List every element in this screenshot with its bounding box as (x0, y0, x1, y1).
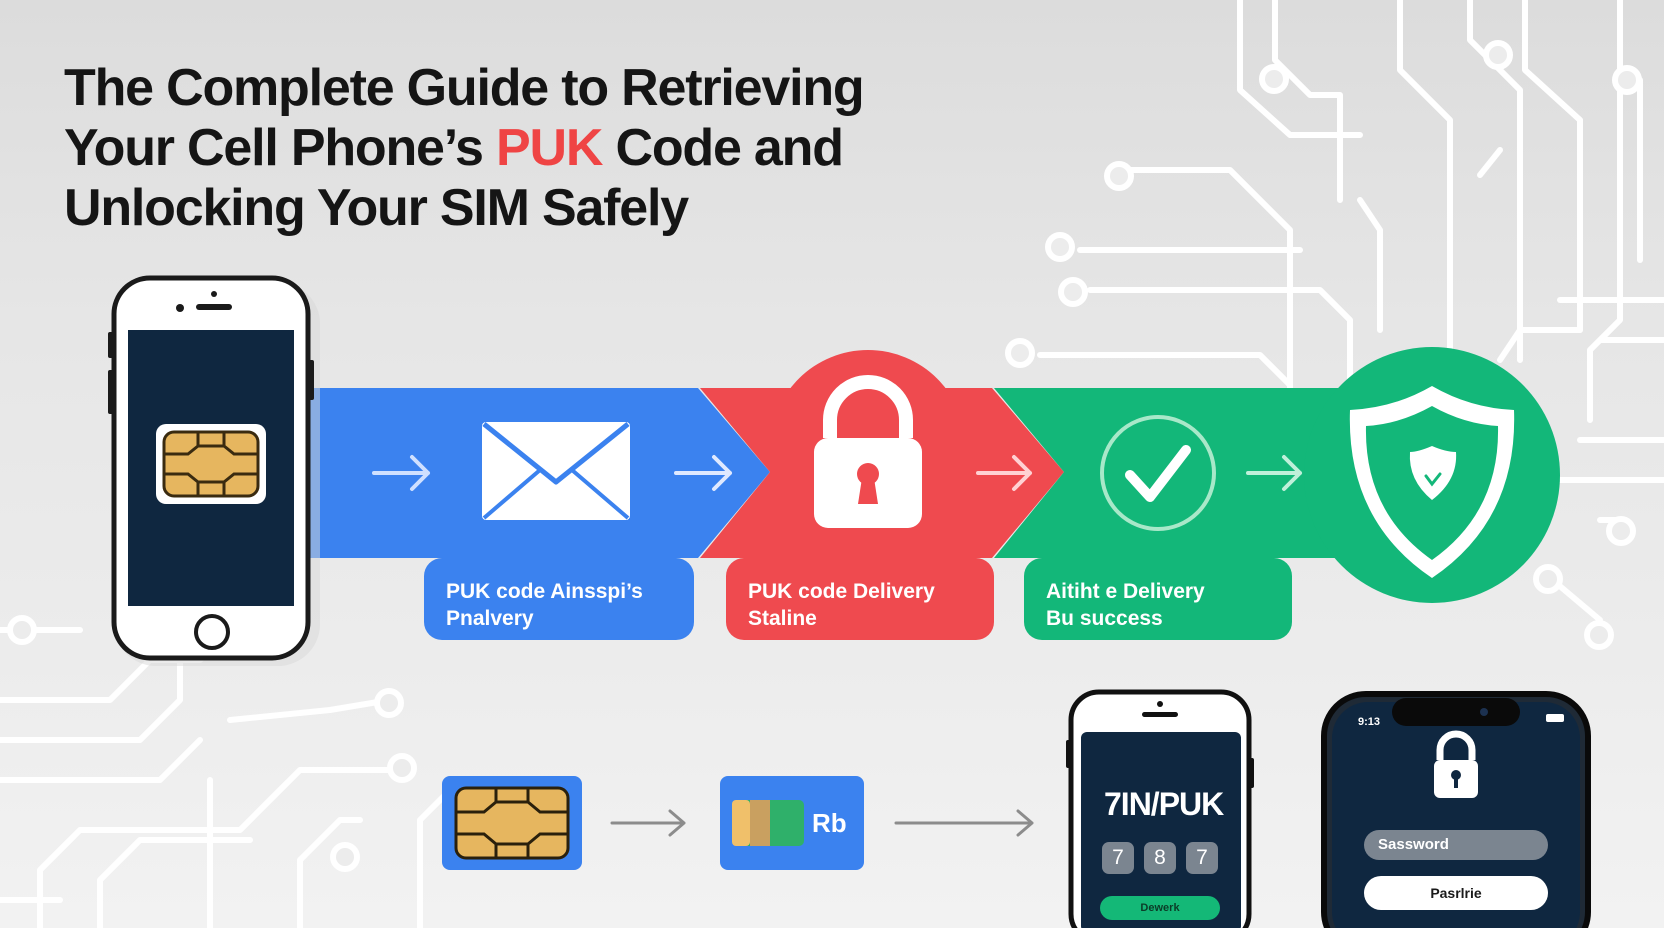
step-3-line-1: Aitiht e Delivery (1046, 580, 1205, 603)
pin-submit-button[interactable]: Dewerk (1100, 896, 1220, 920)
arrow-right-icon (674, 455, 732, 491)
card-label: Rb (812, 808, 847, 838)
step-3-line-2: Bu success (1046, 607, 1163, 630)
password-field[interactable]: Sassword (1364, 830, 1548, 860)
keypad-key[interactable]: 7 (1102, 842, 1134, 874)
keypad-key[interactable]: 7 (1186, 842, 1218, 874)
arrow-right-icon (610, 809, 686, 837)
arrow-right-icon (1246, 455, 1302, 491)
step-card-red: PUK code Delivery Staline (726, 558, 994, 640)
envelope-icon (482, 422, 630, 520)
arrow-right-icon (894, 809, 1034, 837)
step-2-line-1: PUK code Delivery (748, 580, 935, 603)
title-line-1: The Complete Guide to Retrieving (64, 59, 865, 117)
status-time: 9:13 (1358, 716, 1381, 728)
title-line-2-start: Your Cell Phone’s (64, 119, 497, 177)
title-line-2-end: Code and (602, 119, 844, 177)
password-placeholder: Sassword (1378, 836, 1449, 853)
color-card-icon (732, 800, 804, 846)
pin-puk-title: 7IN/PUK (1104, 786, 1224, 822)
step-card-blue: PUK code Ainsspi’s Pnalvery (424, 558, 694, 640)
step-2-line-2: Staline (748, 607, 817, 630)
arrow-right-icon (976, 455, 1032, 491)
title-highlight-puk: PUK (496, 119, 603, 177)
bottom-flow (442, 776, 1034, 870)
arrow-right-icon (372, 455, 430, 491)
sim-chip-icon (454, 786, 570, 860)
keypad-key[interactable]: 8 (1144, 842, 1176, 874)
check-circle-icon (1100, 415, 1216, 531)
step-card-green: Aitiht e Delivery Bu success (1024, 558, 1292, 640)
lock-icon (1434, 730, 1478, 798)
unlock-button[interactable]: Pasrlrie (1364, 876, 1548, 910)
shield-icon (1349, 386, 1515, 578)
padlock-icon (814, 375, 922, 528)
phone-with-sim (108, 275, 320, 666)
lock-phone (1321, 691, 1591, 928)
sim-chip-icon (156, 424, 266, 504)
step-1-line-1: PUK code Ainsspi’s (446, 580, 643, 603)
title-line-3: Unlocking Your SIM Safely (64, 179, 689, 237)
page-title: The Complete Guide to Retrieving Your Ce… (64, 58, 924, 238)
step-1-line-2: Pnalvery (446, 607, 534, 630)
